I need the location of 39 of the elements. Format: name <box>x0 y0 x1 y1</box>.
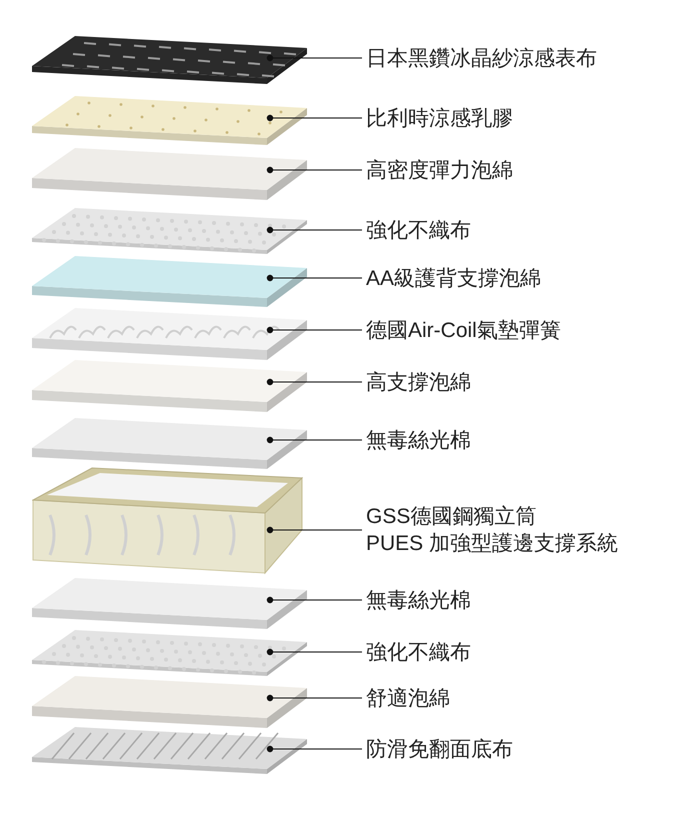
leader-line <box>266 54 362 62</box>
layer-label: 強化不織布 <box>366 216 471 244</box>
leader-line <box>266 746 362 752</box>
leader-line <box>266 326 362 334</box>
mattress-layer-drawing <box>30 676 310 728</box>
mattress-layer-drawing <box>30 360 310 412</box>
layer-label: 比利時涼感乳膠 <box>366 104 513 132</box>
spring-unit-drawing <box>32 467 304 577</box>
leader-line <box>266 436 362 444</box>
layer-label: 無毒絲光棉 <box>366 426 471 454</box>
layer-label: AA級護背支撐泡綿 <box>366 264 542 292</box>
mattress-layer-drawing <box>30 96 310 145</box>
leader-line <box>266 166 362 174</box>
leader-line <box>266 378 362 386</box>
mattress-layer-drawing <box>30 308 310 360</box>
layer-label: 德國Air-Coil氣墊彈簧 <box>366 316 561 344</box>
mattress-layer-drawing <box>30 148 310 200</box>
layer-label: 舒適泡綿 <box>366 684 450 712</box>
mattress-layer-drawing <box>30 578 310 629</box>
mattress-layer-drawing <box>30 418 310 469</box>
leader-line <box>266 274 362 282</box>
mattress-layer-drawing <box>30 36 310 84</box>
mattress-layer-drawing <box>30 208 310 254</box>
layer-label: 強化不織布 <box>366 638 471 666</box>
layer-label: 高密度彈力泡綿 <box>366 156 513 184</box>
mattress-layer-drawing <box>30 630 310 676</box>
leader-line <box>266 114 362 122</box>
leader-line <box>266 596 362 604</box>
leader-line <box>266 648 362 656</box>
layer-label: 日本黑鑽冰晶紗涼感表布 <box>366 44 597 72</box>
layer-label: GSS德國鋼獨立筒 PUES 加強型護邊支撐系統 <box>366 503 618 557</box>
mattress-layer-drawing <box>30 727 310 774</box>
leader-line <box>266 694 362 702</box>
mattress-layer-drawing <box>30 256 310 307</box>
layer-label: 無毒絲光棉 <box>366 586 471 614</box>
leader-line <box>266 226 362 234</box>
leader-line <box>266 526 362 534</box>
layer-label: 高支撐泡綿 <box>366 368 471 396</box>
layer-label: 防滑免翻面底布 <box>366 736 513 762</box>
